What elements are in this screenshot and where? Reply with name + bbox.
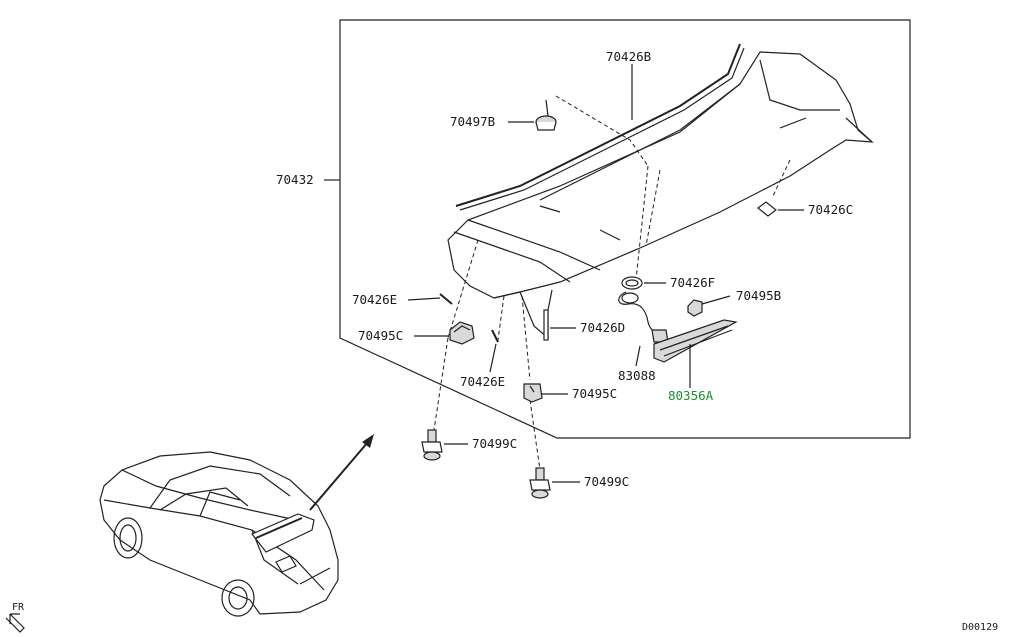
rear-spoiler — [447, 43, 874, 340]
detail-frame — [339, 19, 911, 439]
pad-70426C — [757, 201, 777, 217]
clip-70495C-b — [523, 383, 543, 403]
seal-ring-70426F — [621, 276, 643, 290]
stop-lamp-80356A — [653, 319, 738, 363]
strip-70426D — [543, 309, 549, 341]
front-marker: FR — [5, 602, 25, 633]
label-70495C-upper: 70495C — [358, 328, 403, 343]
label-70499C-upper: 70499C — [472, 436, 517, 451]
harness-83088 — [618, 291, 669, 343]
leader-lines — [324, 64, 804, 483]
label-70495B: 70495B — [736, 288, 781, 303]
front-marker-label: FR — [12, 602, 25, 613]
strip-70426E-a — [439, 293, 453, 305]
clip-70495C-a — [449, 321, 475, 345]
vehicle-illustration — [99, 451, 339, 617]
label-70499C-lower: 70499C — [584, 474, 629, 489]
label-70426B: 70426B — [606, 49, 651, 64]
bolt-70499C-a — [421, 429, 443, 461]
assembly-lines — [433, 95, 791, 471]
label-70426D: 70426D — [580, 320, 625, 335]
label-70426C: 70426C — [808, 202, 853, 217]
label-70426F: 70426F — [670, 275, 715, 290]
locator-arrow — [309, 434, 374, 511]
label-70497B: 70497B — [450, 114, 495, 129]
strip-70426E-b — [491, 329, 499, 343]
diagram-code: D00129 — [962, 622, 998, 633]
front-arrow-icon — [5, 613, 25, 633]
nut-70495B — [687, 299, 703, 317]
label-70495C-lower: 70495C — [572, 386, 617, 401]
label-70426E-upper: 70426E — [352, 292, 397, 307]
label-83088: 83088 — [618, 368, 656, 383]
label-80356A[interactable]: 80356A — [668, 388, 714, 403]
grommet-70497B — [535, 99, 557, 131]
label-70426E-lower: 70426E — [460, 374, 505, 389]
label-70432: 70432 — [276, 172, 314, 187]
bolt-70499C-b — [529, 467, 551, 499]
